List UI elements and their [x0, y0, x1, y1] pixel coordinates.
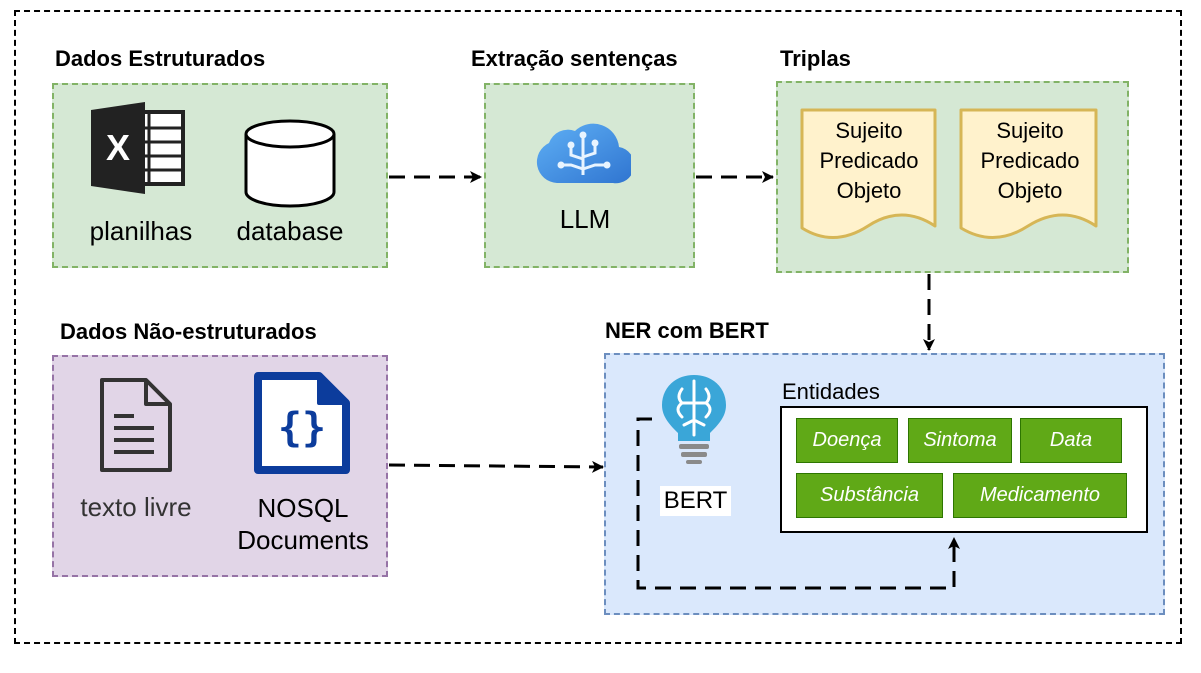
triple-document-1 — [798, 106, 940, 249]
json-document-icon: {} — [253, 371, 351, 480]
svg-text:{}: {} — [278, 405, 326, 451]
excel-icon: X — [91, 102, 185, 199]
nosql-documents-label: NOSQL Documents — [237, 493, 369, 555]
text-document-icon — [98, 376, 174, 479]
entity-substancia: Substância — [796, 473, 943, 518]
database-label: database — [236, 216, 344, 246]
extraction-title: Extração sentenças — [471, 46, 678, 71]
structured-title: Dados Estruturados — [55, 46, 266, 71]
diagram-frame — [14, 10, 1182, 644]
entity-data: Data — [1020, 418, 1122, 463]
entity-sintoma: Sintoma — [908, 418, 1012, 463]
bert-label: BERT — [660, 486, 731, 516]
triples-title: Triplas — [780, 46, 851, 71]
llm-label: LLM — [559, 204, 611, 234]
cloud-ai-icon — [535, 117, 635, 190]
entity-doenca: Doença — [796, 418, 898, 463]
entities-title: Entidades — [782, 379, 880, 404]
triple-document-2 — [957, 106, 1101, 249]
svg-text:X: X — [106, 127, 130, 168]
unstructured-title: Dados Não-estruturados — [60, 319, 317, 344]
triple-2-text: Sujeito Predicado Objeto — [980, 118, 1080, 203]
entity-medicamento: Medicamento — [953, 473, 1127, 518]
database-icon — [243, 118, 337, 213]
ner-title: NER com BERT — [605, 318, 769, 343]
planilhas-label: planilhas — [89, 216, 193, 246]
brain-bulb-icon — [660, 373, 728, 470]
texto-livre-label: texto livre — [80, 492, 192, 522]
triple-1-text: Sujeito Predicado Objeto — [819, 118, 919, 203]
